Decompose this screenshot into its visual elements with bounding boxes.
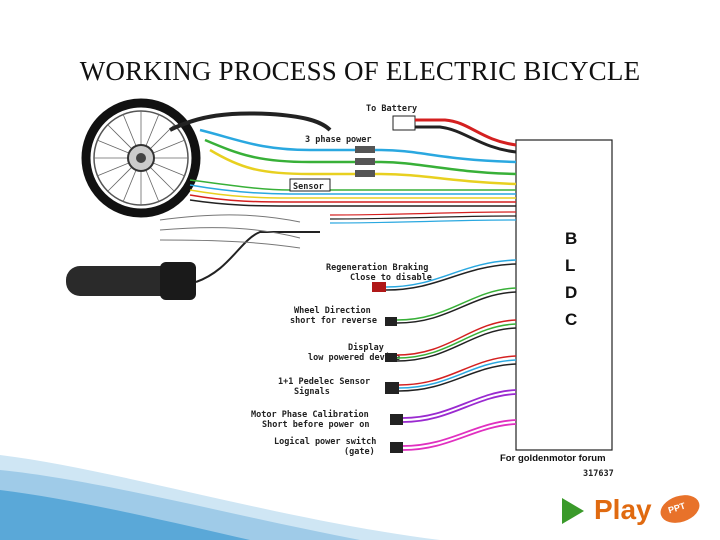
display-label: Display xyxy=(348,342,384,353)
regen-braking-label: Regeneration Braking xyxy=(326,262,428,273)
sensor-box xyxy=(289,178,331,192)
power-switch-label: Logical power switch xyxy=(274,436,376,447)
slide-title: WORKING PROCESS OF ELECTRIC BICYCLE xyxy=(79,56,641,86)
power-switch-note: (gate) xyxy=(344,447,375,457)
pedelec-note: Signals xyxy=(294,386,330,397)
bldc-letter-b: B xyxy=(565,229,577,248)
to-battery-label: To Battery xyxy=(366,104,417,114)
pedelec-label: 1+1 Pedelec Sensor xyxy=(278,377,370,387)
bldc-letter-l: L xyxy=(565,256,575,275)
calibration-label: Motor Phase Calibration xyxy=(251,409,369,420)
sensor-label: Sensor xyxy=(293,182,324,192)
bldc-controller xyxy=(515,139,613,451)
forum-id: 317637 xyxy=(583,469,614,479)
play-arrow-icon xyxy=(562,498,584,524)
play-label: Play xyxy=(594,494,652,525)
calibration-note: Short before power on xyxy=(262,420,369,430)
bldc-letter-d: D xyxy=(565,283,577,302)
bldc-letter-c: C xyxy=(565,310,577,329)
footer-wave xyxy=(0,455,440,540)
wheel-direction-label: Wheel Direction xyxy=(294,305,371,316)
regen-braking-note: Close to disable xyxy=(350,272,432,283)
display-note: low powered device xyxy=(308,352,400,363)
forum-label: For goldenmotor forum xyxy=(500,453,606,464)
play-button[interactable]: Play PPT xyxy=(562,490,712,532)
three-phase-label: 3 phase power xyxy=(305,135,372,145)
battery-connector xyxy=(392,115,416,131)
throttle-grip xyxy=(66,231,320,300)
wheel-direction-note: short for reverse xyxy=(290,316,377,326)
hub-motor-wheel xyxy=(81,98,201,218)
